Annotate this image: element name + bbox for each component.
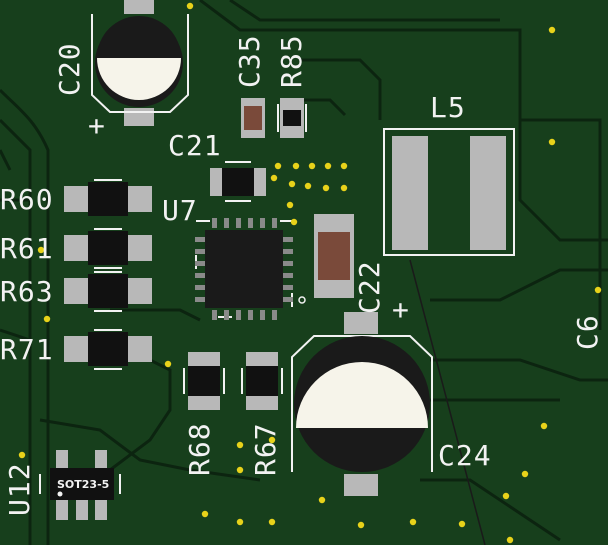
u12-footprint — [39, 450, 121, 520]
label-r63: R63 — [0, 275, 54, 308]
label-l5: L5 — [430, 91, 466, 124]
label-r85: R85 — [275, 34, 308, 88]
r60-footprint — [64, 179, 152, 216]
label-c20: C20 — [53, 42, 86, 96]
c24-footprint — [291, 312, 433, 496]
thin-trace — [409, 259, 486, 545]
label-c6: C6 — [571, 314, 604, 350]
label-r60: R60 — [0, 183, 54, 216]
c35-footprint — [241, 98, 265, 138]
r71-footprint — [64, 329, 152, 370]
label-c24: C24 — [438, 439, 492, 472]
label-r61: R61 — [0, 232, 54, 265]
label-c21: C21 — [168, 129, 222, 162]
label-u12: U12 — [3, 462, 36, 516]
r63-footprint — [64, 271, 152, 312]
r85-footprint — [277, 98, 307, 138]
label-sot23-5: SOT23-5 — [57, 478, 110, 491]
c22-footprint — [314, 214, 354, 298]
l5-footprint — [383, 128, 515, 256]
label-c35: C35 — [233, 34, 266, 88]
r68-footprint — [183, 352, 225, 410]
label-u7: U7 — [162, 194, 198, 227]
r67-footprint — [241, 352, 283, 410]
vias — [18, 2, 602, 544]
c21-footprint — [210, 161, 266, 202]
label-plus-c24: + — [392, 293, 410, 326]
u7-footprint — [195, 218, 306, 320]
label-r71: R71 — [0, 333, 54, 366]
label-r68: R68 — [183, 422, 216, 476]
label-c22: C22 — [353, 260, 386, 314]
c20-footprint — [91, 0, 189, 126]
label-plus-c20: + — [88, 109, 106, 142]
r61-footprint — [64, 228, 152, 269]
label-r67: R67 — [249, 422, 282, 476]
